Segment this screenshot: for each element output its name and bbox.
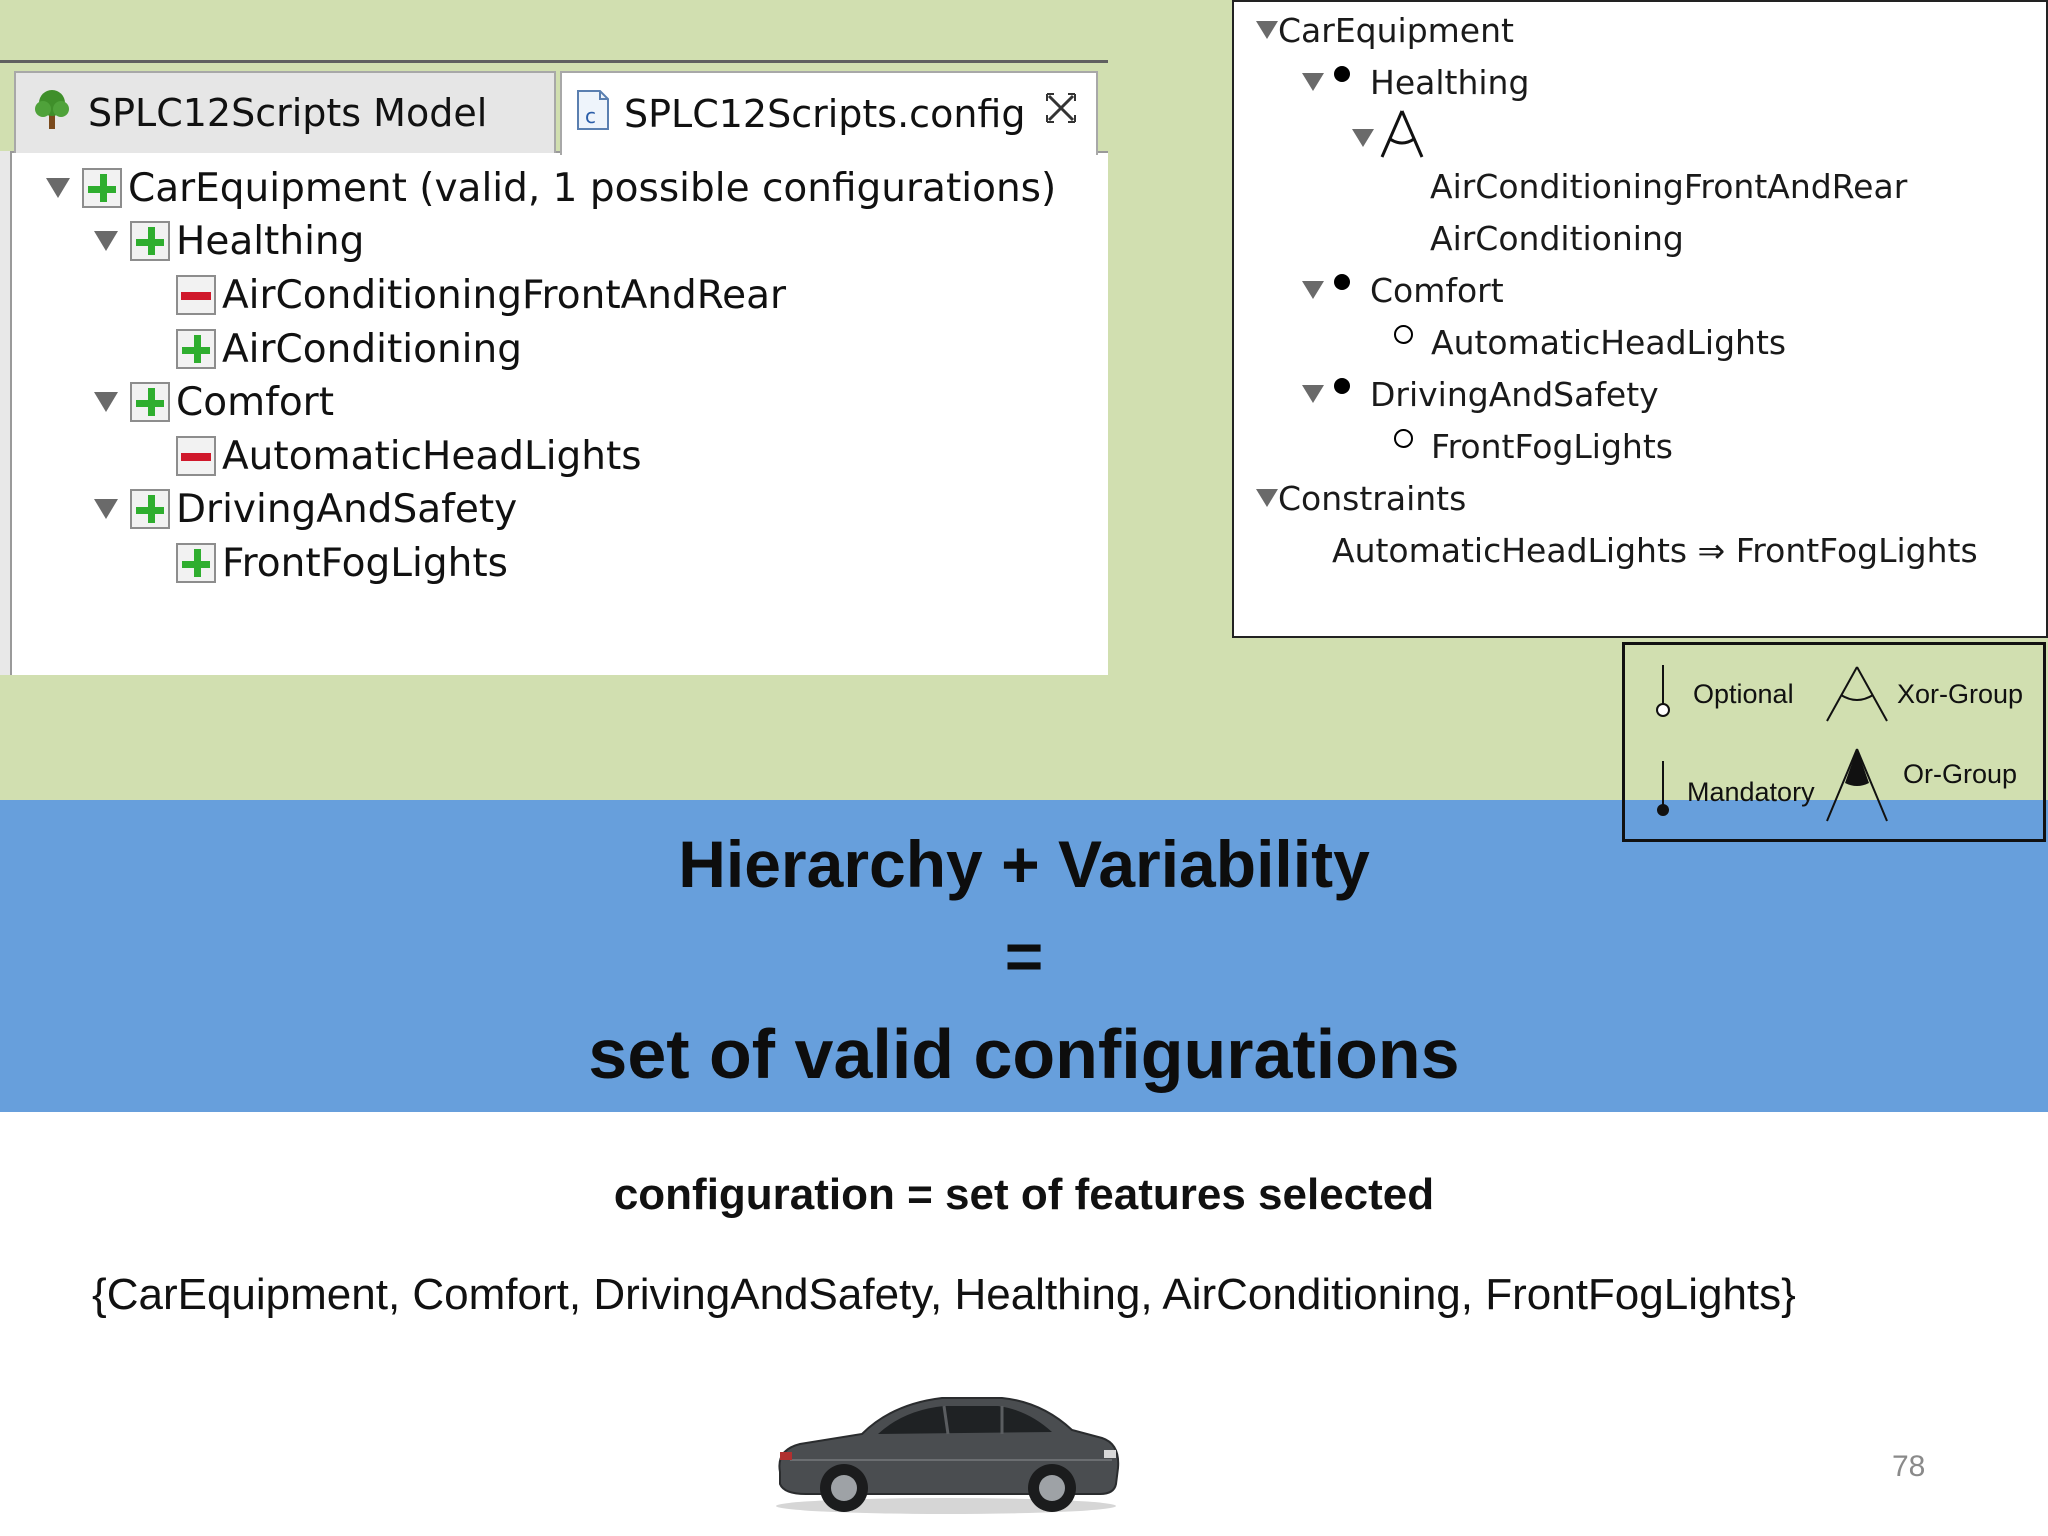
headline-background-band [0, 800, 2048, 1112]
tree-icon [30, 87, 74, 140]
expand-triangle-icon[interactable] [94, 231, 118, 251]
config-node-label: AirConditioning [222, 326, 522, 372]
expand-triangle-icon[interactable] [94, 499, 118, 519]
config-file-icon: c [576, 89, 610, 140]
expand-triangle-icon[interactable] [1302, 73, 1324, 91]
selected-plus-icon[interactable] [130, 382, 170, 422]
tab-config-label: SPLC12Scripts.config [624, 92, 1026, 136]
mandatory-dot-icon [1334, 378, 1350, 394]
svg-text:c: c [585, 104, 596, 128]
subtitle: configuration = set of features selected [613, 1170, 1435, 1219]
selected-plus-icon[interactable] [176, 543, 216, 583]
optional-circle-icon [1394, 428, 1413, 448]
config-tree-row[interactable]: Healthing [94, 215, 364, 267]
feature-tree-row[interactable]: DrivingAndSafety [1302, 370, 1659, 418]
expand-triangle-icon[interactable] [1352, 129, 1374, 147]
tab-config[interactable]: c SPLC12Scripts.config [560, 71, 1098, 155]
feature-root-label: CarEquipment [1278, 10, 1514, 50]
config-tree-row[interactable]: AutomaticHeadLights [176, 430, 642, 482]
feature-tree-row[interactable] [1352, 110, 1428, 166]
deselected-minus-icon[interactable] [176, 275, 216, 315]
headline-line-3: set of valid configurations [588, 1015, 1460, 1093]
expand-triangle-icon[interactable] [1302, 281, 1324, 299]
expand-triangle-icon[interactable] [1256, 489, 1278, 507]
deselected-minus-icon[interactable] [176, 436, 216, 476]
optional-circle-icon [1394, 324, 1413, 344]
feature-label: AutomaticHeadLights [1431, 322, 1787, 362]
or-group-legend-icon [1821, 745, 1893, 829]
constraint-label: AutomaticHeadLights ⇒ FrontFogLights [1332, 530, 1978, 570]
feature-label: FrontFogLights [1431, 426, 1673, 466]
feature-tree-row[interactable]: Constraints [1256, 474, 1466, 522]
feature-tree-row[interactable]: Healthing [1302, 58, 1529, 106]
feature-label: AirConditioningFrontAndRear [1430, 166, 1908, 206]
selected-plus-icon[interactable] [130, 489, 170, 529]
config-node-label: Healthing [176, 218, 365, 264]
editor-left-gutter [0, 151, 12, 675]
expand-triangle-icon[interactable] [46, 178, 70, 198]
expand-triangle-icon[interactable] [1256, 21, 1278, 39]
feature-tree-row[interactable]: AutomaticHeadLights ⇒ FrontFogLights [1332, 526, 1978, 574]
config-tree-row[interactable]: Comfort [94, 376, 334, 428]
tab-model-label: SPLC12Scripts Model [88, 91, 488, 135]
config-node-label: FrontFogLights [222, 540, 508, 586]
configuration-set: {CarEquipment, Comfort, DrivingAndSafety… [92, 1270, 1796, 1319]
legend-xor-label: Xor-Group [1897, 679, 2024, 709]
feature-tree-row[interactable]: AirConditioning [1430, 214, 1684, 262]
legend-mandatory-label: Mandatory [1687, 777, 1815, 807]
config-node-label: CarEquipment (valid, 1 possible configur… [128, 165, 1057, 211]
xor-group-icon [1374, 107, 1428, 169]
mandatory-dot-icon [1334, 274, 1350, 290]
config-node-label: AirConditioningFrontAndRear [222, 272, 787, 318]
feature-tree-row[interactable]: AutomaticHeadLights [1394, 318, 1786, 366]
config-tree-row[interactable]: FrontFogLights [176, 537, 508, 589]
config-tree-row[interactable]: AirConditioningFrontAndRear [176, 269, 786, 321]
feature-tree-row[interactable]: Comfort [1302, 266, 1504, 314]
page-number: 78 [1892, 1450, 1926, 1483]
optional-legend-icon [1653, 663, 1673, 723]
xor-group-legend-icon [1821, 663, 1893, 729]
feature-label: Healthing [1370, 62, 1530, 102]
feature-tree-row[interactable]: AirConditioningFrontAndRear [1430, 162, 1907, 210]
headline-line-1: Hierarchy + Variability [678, 827, 1370, 901]
config-tree-row[interactable]: CarEquipment (valid, 1 possible configur… [46, 162, 1056, 214]
feature-tree-row[interactable]: CarEquipment [1256, 6, 1514, 54]
headline-line-2: = [1004, 919, 1044, 993]
feature-model-panel: CarEquipment Healthing AirConditioningFr… [1232, 0, 2048, 638]
car-image [766, 1380, 1126, 1520]
config-tree-row[interactable]: DrivingAndSafety [94, 483, 517, 535]
constraints-label: Constraints [1278, 478, 1467, 518]
config-node-label: DrivingAndSafety [176, 486, 518, 532]
selected-plus-icon[interactable] [176, 329, 216, 369]
feature-tree-row[interactable]: FrontFogLights [1394, 422, 1673, 470]
expand-triangle-icon[interactable] [94, 392, 118, 412]
selected-plus-icon[interactable] [82, 168, 122, 208]
legend-or-label: Or-Group [1903, 759, 2018, 789]
mandatory-legend-icon [1653, 759, 1673, 823]
config-node-label: Comfort [176, 379, 334, 425]
selected-plus-icon[interactable] [130, 221, 170, 261]
close-icon[interactable] [1044, 91, 1078, 134]
mandatory-dot-icon [1334, 66, 1350, 82]
tab-model[interactable]: SPLC12Scripts Model [14, 71, 556, 153]
config-tree-row[interactable]: AirConditioning [176, 323, 522, 375]
feature-label: Comfort [1370, 270, 1504, 310]
legend-box: Optional Xor-Group Mandatory Or-Group [1622, 642, 2046, 842]
config-editor-window: SPLC12Scripts Model c SPLC12Scripts.conf… [0, 60, 1108, 675]
feature-label: AirConditioning [1430, 218, 1684, 258]
legend-optional-label: Optional [1693, 679, 1794, 709]
feature-label: DrivingAndSafety [1370, 374, 1659, 414]
config-node-label: AutomaticHeadLights [222, 433, 642, 479]
expand-triangle-icon[interactable] [1302, 385, 1324, 403]
